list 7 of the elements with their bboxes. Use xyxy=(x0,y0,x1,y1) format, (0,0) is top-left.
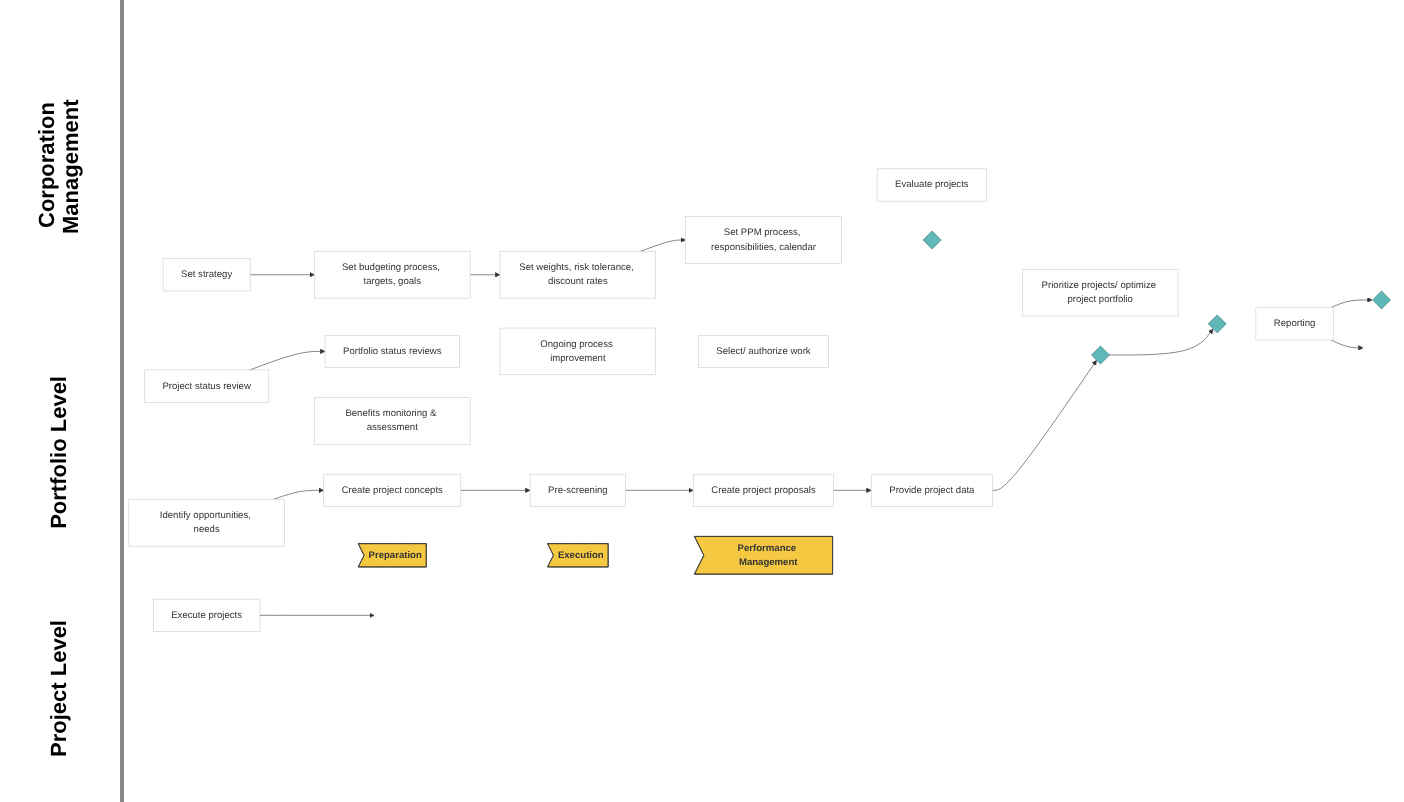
node-diamond xyxy=(1372,291,1391,311)
node-diamond xyxy=(922,231,942,251)
lane-label: Portfolio Level xyxy=(48,376,72,529)
lane-label: Corporation Management xyxy=(36,96,84,237)
lane-label: Project Level xyxy=(48,619,72,757)
node-diamond xyxy=(1207,315,1227,334)
node-diamond xyxy=(1091,346,1110,366)
